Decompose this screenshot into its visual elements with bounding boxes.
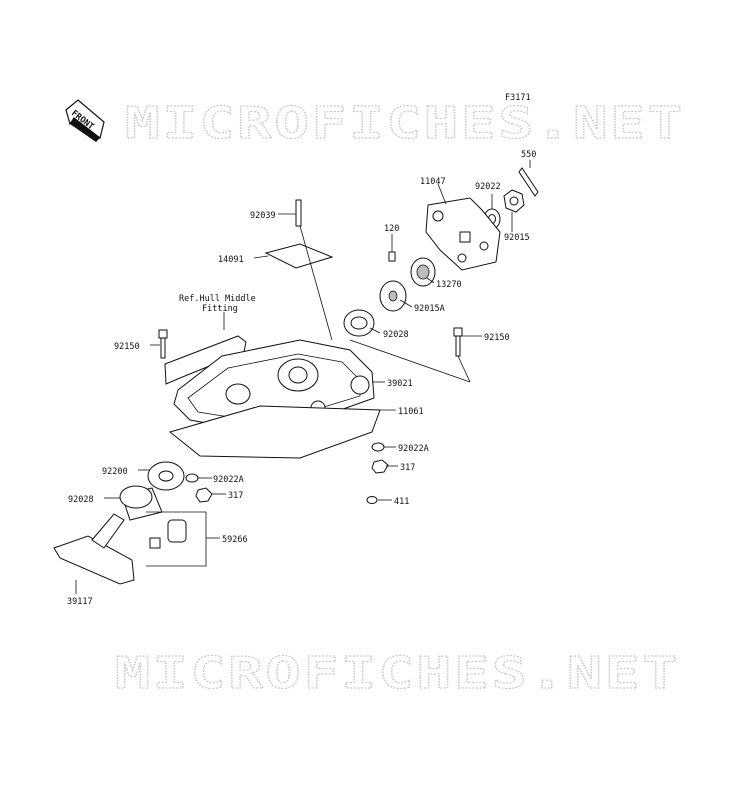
washer-92022A-right (371, 442, 385, 452)
watermark-bottom: MICROFICHES.NET (115, 648, 680, 699)
label-92028-bottom: 92028 (68, 495, 94, 505)
wheel-13270 (410, 257, 436, 287)
shaft-39117 (53, 513, 135, 585)
housing-39021 (173, 339, 375, 431)
label-92028-top: 92028 (383, 330, 409, 340)
label-13270: 13270 (436, 280, 462, 290)
gasket-11061 (168, 405, 381, 459)
bracket-11047 (425, 197, 501, 271)
label-92022-top: 92022 (475, 182, 501, 192)
washer-92022A-left (185, 473, 199, 483)
label-11047: 11047 (420, 177, 446, 187)
nut-317-left (195, 487, 213, 503)
label-92022A-left: 92022A (213, 475, 244, 485)
label-92150-left: 92150 (114, 342, 140, 352)
label-92022A-right: 92022A (398, 444, 429, 454)
label-ref-hull-line1: Ref.Hull Middle (179, 294, 256, 304)
cap-59266 (149, 519, 187, 549)
watermark-top: MICROFICHES.NET (125, 98, 685, 149)
label-39117: 39117 (67, 597, 93, 607)
pin-92039 (295, 199, 302, 227)
front-arrow-icon: FRONT (65, 99, 105, 142)
spacer-92028-bottom (119, 485, 163, 521)
plate-14091 (264, 243, 334, 269)
bolt-92150-right (453, 327, 463, 357)
washer-411 (366, 496, 378, 504)
label-550: 550 (521, 150, 536, 160)
washer-92200 (147, 461, 185, 491)
nut-92015 (503, 189, 525, 213)
bolt-92150-left (158, 329, 168, 359)
label-317-left: 317 (228, 491, 243, 501)
label-411: 411 (394, 497, 409, 507)
figure-code: F3171 (505, 93, 531, 103)
label-59266: 59266 (222, 535, 248, 545)
label-120: 120 (384, 224, 399, 234)
label-92015A: 92015A (414, 304, 445, 314)
washer-92015A (379, 280, 407, 312)
label-317-right: 317 (400, 463, 415, 473)
label-92039: 92039 (250, 211, 276, 221)
label-92150-right: 92150 (484, 333, 510, 343)
nut-317-right (371, 459, 389, 474)
label-39021: 39021 (387, 379, 413, 389)
label-ref-hull-line2: Fitting (202, 304, 238, 314)
leader-lines (75, 160, 531, 594)
cotter-pin-550 (518, 167, 539, 197)
bolt-120 (388, 251, 396, 262)
label-92200: 92200 (102, 467, 128, 477)
spacer-92028-top (343, 309, 375, 337)
bracket-59266 (146, 511, 207, 567)
label-92015: 92015 (504, 233, 530, 243)
label-14091: 14091 (218, 255, 244, 265)
label-11061: 11061 (398, 407, 424, 417)
